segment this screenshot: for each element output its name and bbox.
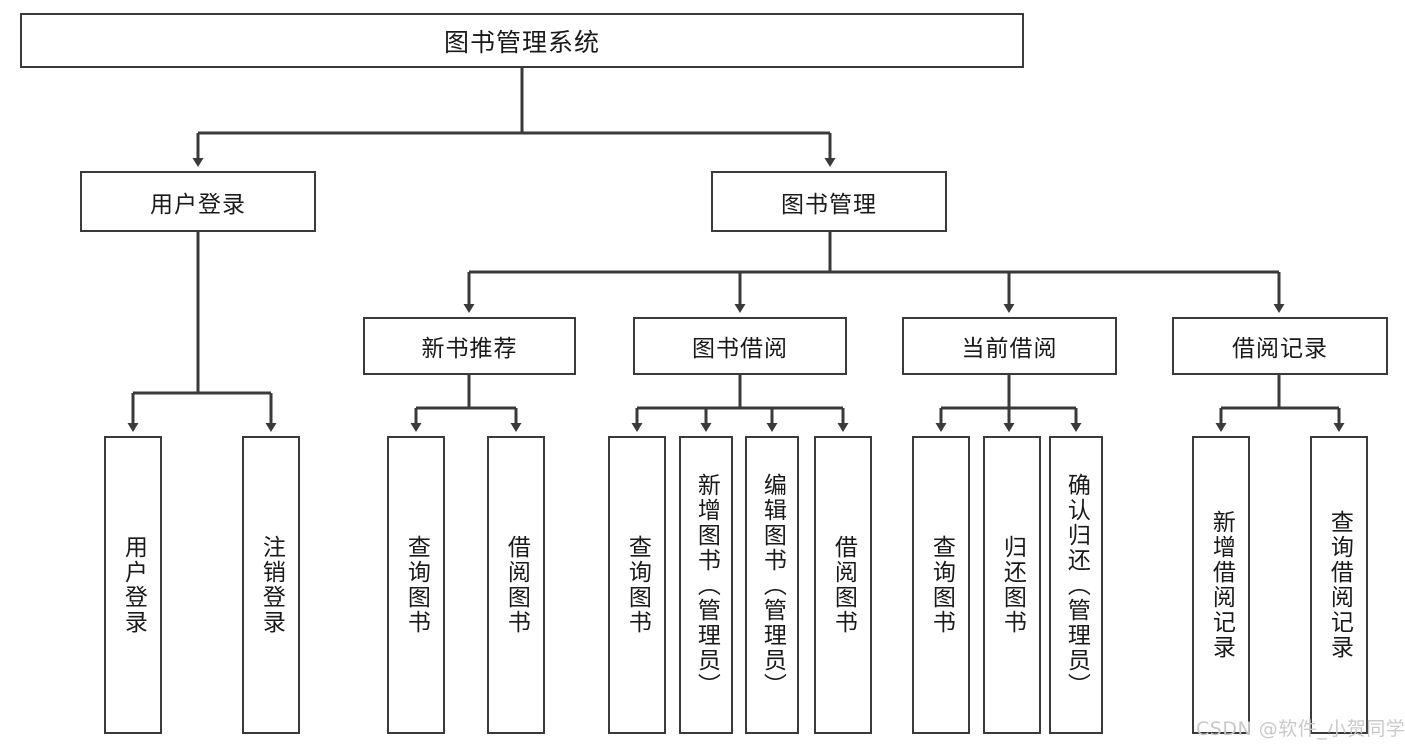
node-label: 借阅图书 [830, 535, 857, 635]
node-label: 图书管理系统 [443, 27, 600, 57]
node-root-system[interactable]: 图书管理系统 [20, 13, 1024, 68]
node-label: 借阅记录 [1232, 336, 1328, 362]
node-label: 编辑图书（管理员） [759, 472, 786, 698]
node-label: 借阅图书 [503, 535, 530, 635]
node-borrow-record[interactable]: 借阅记录 [1172, 317, 1388, 375]
node-user-login[interactable]: 用户登录 [80, 171, 316, 232]
node-label: 查询借阅记录 [1326, 510, 1353, 660]
node-label: 查询图书 [928, 535, 955, 635]
node-book-borrow[interactable]: 图书借阅 [633, 317, 847, 375]
leaf-borrow-book-recommend[interactable]: 借阅图书 [487, 436, 545, 734]
node-label: 当前借阅 [961, 336, 1058, 362]
leaf-add-book[interactable]: 新增图书（管理员） [679, 436, 733, 734]
node-label: 图书借阅 [692, 336, 788, 362]
node-label: 新增借阅记录 [1208, 510, 1235, 660]
node-label: 确认归还（管理员） [1063, 472, 1090, 698]
node-label: 图书管理 [781, 191, 877, 218]
leaf-edit-book[interactable]: 编辑图书（管理员） [745, 436, 799, 734]
leaf-return-book[interactable]: 归还图书 [983, 436, 1041, 734]
leaf-query-book-recommend[interactable]: 查询图书 [387, 436, 445, 734]
node-label: 查询图书 [624, 535, 651, 635]
node-label: 查询图书 [403, 535, 430, 635]
node-current-borrow[interactable]: 当前借阅 [902, 317, 1117, 375]
leaf-add-borrow-record[interactable]: 新增借阅记录 [1192, 436, 1250, 734]
leaf-query-borrow-record[interactable]: 查询借阅记录 [1310, 436, 1368, 734]
node-label: 新增图书（管理员） [693, 472, 720, 698]
node-book-manage[interactable]: 图书管理 [711, 171, 947, 232]
node-label: 用户登录 [120, 535, 147, 635]
node-new-book-recommend[interactable]: 新书推荐 [363, 317, 576, 375]
leaf-user-login[interactable]: 用户登录 [104, 436, 162, 734]
leaf-logout[interactable]: 注销登录 [242, 436, 300, 734]
node-label: 归还图书 [999, 535, 1026, 635]
node-label: 用户登录 [150, 191, 246, 218]
leaf-query-book-borrow[interactable]: 查询图书 [608, 436, 666, 734]
leaf-borrow-book[interactable]: 借阅图书 [814, 436, 872, 734]
csdn-watermark: CSDN @软件_小贺同学 [1196, 718, 1405, 740]
node-label: 新书推荐 [421, 336, 518, 362]
node-label: 注销登录 [258, 535, 285, 635]
leaf-confirm-return[interactable]: 确认归还（管理员） [1049, 436, 1103, 734]
leaf-query-book-current[interactable]: 查询图书 [912, 436, 970, 734]
